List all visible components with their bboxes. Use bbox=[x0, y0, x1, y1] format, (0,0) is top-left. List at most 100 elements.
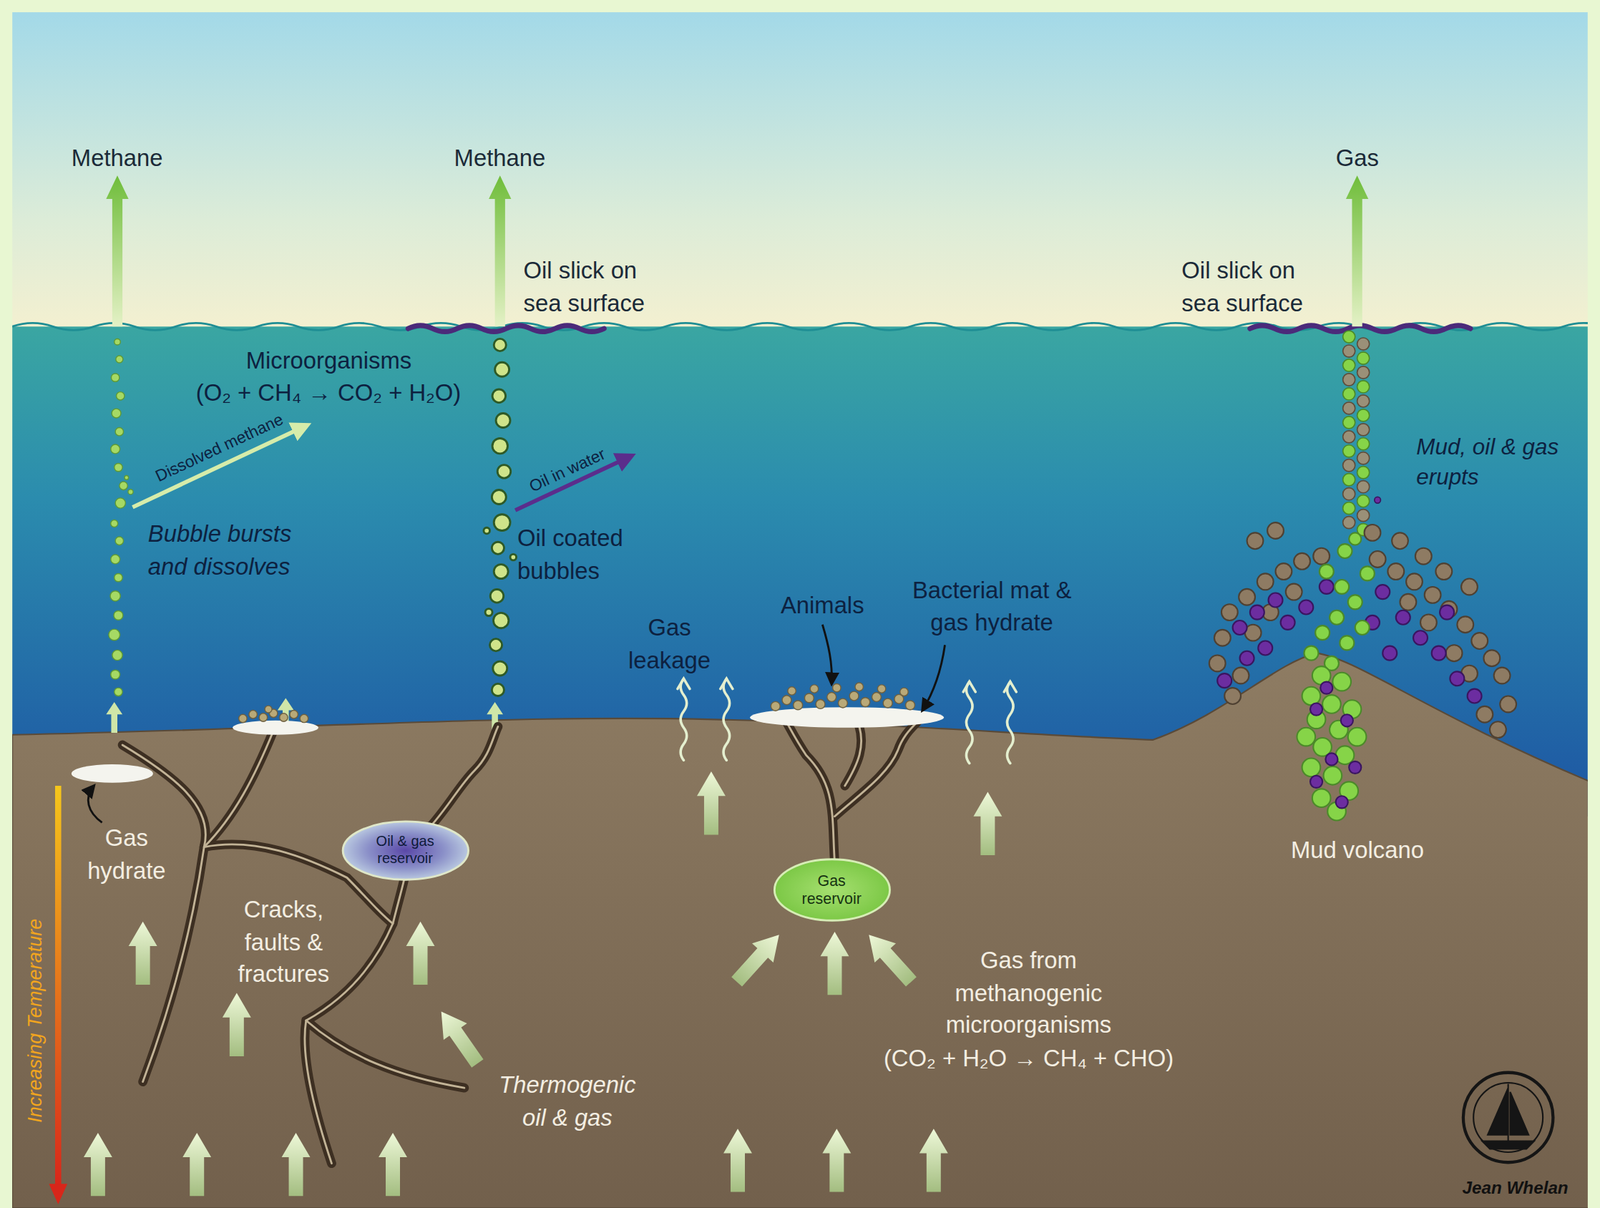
sediment-gas-arrow bbox=[429, 1003, 489, 1072]
gas-leakage-wave bbox=[963, 681, 976, 692]
crack bbox=[845, 720, 862, 786]
axis-label: Increasing Temperature bbox=[22, 918, 49, 1123]
eruption-oil bbox=[1319, 579, 1334, 594]
eruption-column-bubble bbox=[1357, 495, 1370, 508]
methane-arrow bbox=[488, 175, 511, 327]
sediment-gas-arrow bbox=[128, 921, 158, 985]
gas-leakage-wave bbox=[720, 678, 733, 689]
eruption-column-bubble bbox=[1374, 496, 1382, 504]
eruption-oil bbox=[1439, 605, 1455, 620]
seep-animals bbox=[872, 692, 882, 702]
sediment-label: Gas from methanogenic microorganisms bbox=[931, 944, 1126, 1042]
seep-animals bbox=[249, 710, 257, 719]
volcano-conduit bbox=[1310, 775, 1323, 788]
gas-leakage-wave bbox=[723, 678, 730, 760]
seep-animals bbox=[782, 695, 792, 705]
oil-coated-bubble bbox=[493, 514, 511, 531]
volcano-conduit bbox=[1332, 672, 1351, 692]
eruption-oil bbox=[1232, 620, 1248, 635]
sediment-gas-arrow bbox=[919, 1128, 949, 1192]
temperature-arrow bbox=[55, 785, 62, 1186]
methane-bubble bbox=[112, 649, 123, 660]
methane-bubble bbox=[115, 427, 124, 436]
gas-leakage-wave bbox=[680, 678, 687, 760]
eruption-oil bbox=[1240, 651, 1255, 666]
gas-leakage-wave bbox=[677, 678, 690, 689]
methane-arrow bbox=[1345, 175, 1369, 327]
eruption-column-bubble bbox=[1357, 437, 1370, 451]
institution-logo bbox=[1463, 1072, 1553, 1163]
methane-bubble bbox=[114, 573, 123, 582]
methane-bubble bbox=[113, 610, 124, 620]
gas-hydrate bbox=[749, 706, 944, 728]
volcano-conduit bbox=[1340, 714, 1354, 727]
seep-animals bbox=[264, 705, 272, 713]
eruption-oil bbox=[1298, 600, 1314, 615]
seep-animals bbox=[299, 714, 308, 723]
eruption-gas bbox=[1360, 566, 1375, 581]
gas-leakage-wave bbox=[1006, 681, 1014, 764]
volcano-conduit bbox=[1312, 788, 1331, 808]
eruption-mud bbox=[1494, 667, 1511, 685]
oil-coated-bubble bbox=[483, 338, 517, 696]
sediment-gas-arrow bbox=[406, 921, 436, 985]
eruption-column-bubble bbox=[1343, 344, 1356, 358]
reservoir-ellipse: Oil & gas reservoir bbox=[340, 818, 471, 881]
temperature-arrow bbox=[48, 785, 68, 1205]
methane-bubble bbox=[115, 498, 126, 509]
eruption-mud bbox=[1238, 588, 1256, 606]
eruption-mud bbox=[1476, 706, 1493, 723]
methane-bubble bbox=[108, 628, 121, 641]
eruption-column-bubble bbox=[1357, 352, 1370, 365]
eruption-mud bbox=[1257, 573, 1274, 590]
eruption-mud bbox=[1461, 578, 1478, 596]
methane-bubble bbox=[115, 536, 124, 545]
methane-bubble bbox=[110, 520, 119, 528]
eruption-gas bbox=[1315, 625, 1330, 640]
sediment-gas-arrow bbox=[857, 925, 922, 992]
seep-animals bbox=[770, 701, 780, 711]
methane-bubble bbox=[110, 591, 121, 602]
volcano-conduit bbox=[1320, 681, 1333, 695]
temperature-arrow bbox=[48, 1183, 68, 1205]
reaction-formula: (CO₂ + H₂O → CH₄ + CHO) bbox=[883, 1042, 1174, 1075]
volcano-conduit bbox=[1302, 686, 1321, 706]
gas-flux-label: Methane bbox=[71, 143, 164, 176]
oil-coated-bubble bbox=[493, 661, 508, 676]
crack-core bbox=[834, 720, 919, 817]
eruption-column-bubble bbox=[1357, 394, 1370, 408]
eruption-oil bbox=[1396, 610, 1411, 625]
eruption-column-bubble bbox=[1343, 402, 1356, 415]
oil-coated-bubble bbox=[490, 589, 504, 604]
callout-label: Gas hydrate bbox=[83, 822, 170, 888]
node-outline bbox=[774, 859, 890, 921]
eruption-column-bubble bbox=[1343, 473, 1356, 486]
methane-bubble bbox=[114, 687, 123, 696]
surface-label: Oil slick on sea surface bbox=[523, 255, 677, 321]
eruption-oil bbox=[1268, 593, 1284, 608]
eruption-oil bbox=[1382, 646, 1397, 661]
sediment-gas-arrow bbox=[822, 1128, 851, 1192]
eruption-mud bbox=[1406, 573, 1423, 590]
crack bbox=[203, 730, 274, 848]
seafloor-sediment bbox=[12, 653, 1588, 1208]
seep-animals bbox=[279, 713, 288, 722]
methane-bubble bbox=[115, 355, 124, 363]
methane-bubble bbox=[128, 489, 134, 495]
sky bbox=[12, 12, 1588, 331]
process-label: Microorganisms bbox=[246, 344, 412, 378]
volcano-conduit bbox=[1335, 795, 1349, 808]
seep-animals bbox=[860, 697, 871, 707]
oil-coated-bubble bbox=[493, 338, 506, 351]
volcano-conduit bbox=[1323, 766, 1343, 785]
eruption-mud bbox=[1364, 524, 1382, 541]
methane-bubble bbox=[114, 338, 121, 345]
eruption-oil bbox=[1217, 673, 1232, 688]
eruption-mud bbox=[1483, 649, 1500, 667]
sediment-gas-arrow bbox=[973, 792, 1002, 856]
oil-slick bbox=[407, 325, 1470, 333]
oil-coated-bubble bbox=[492, 437, 508, 453]
methane-bubble bbox=[124, 475, 129, 481]
process-label: Gas leakage bbox=[618, 612, 721, 678]
